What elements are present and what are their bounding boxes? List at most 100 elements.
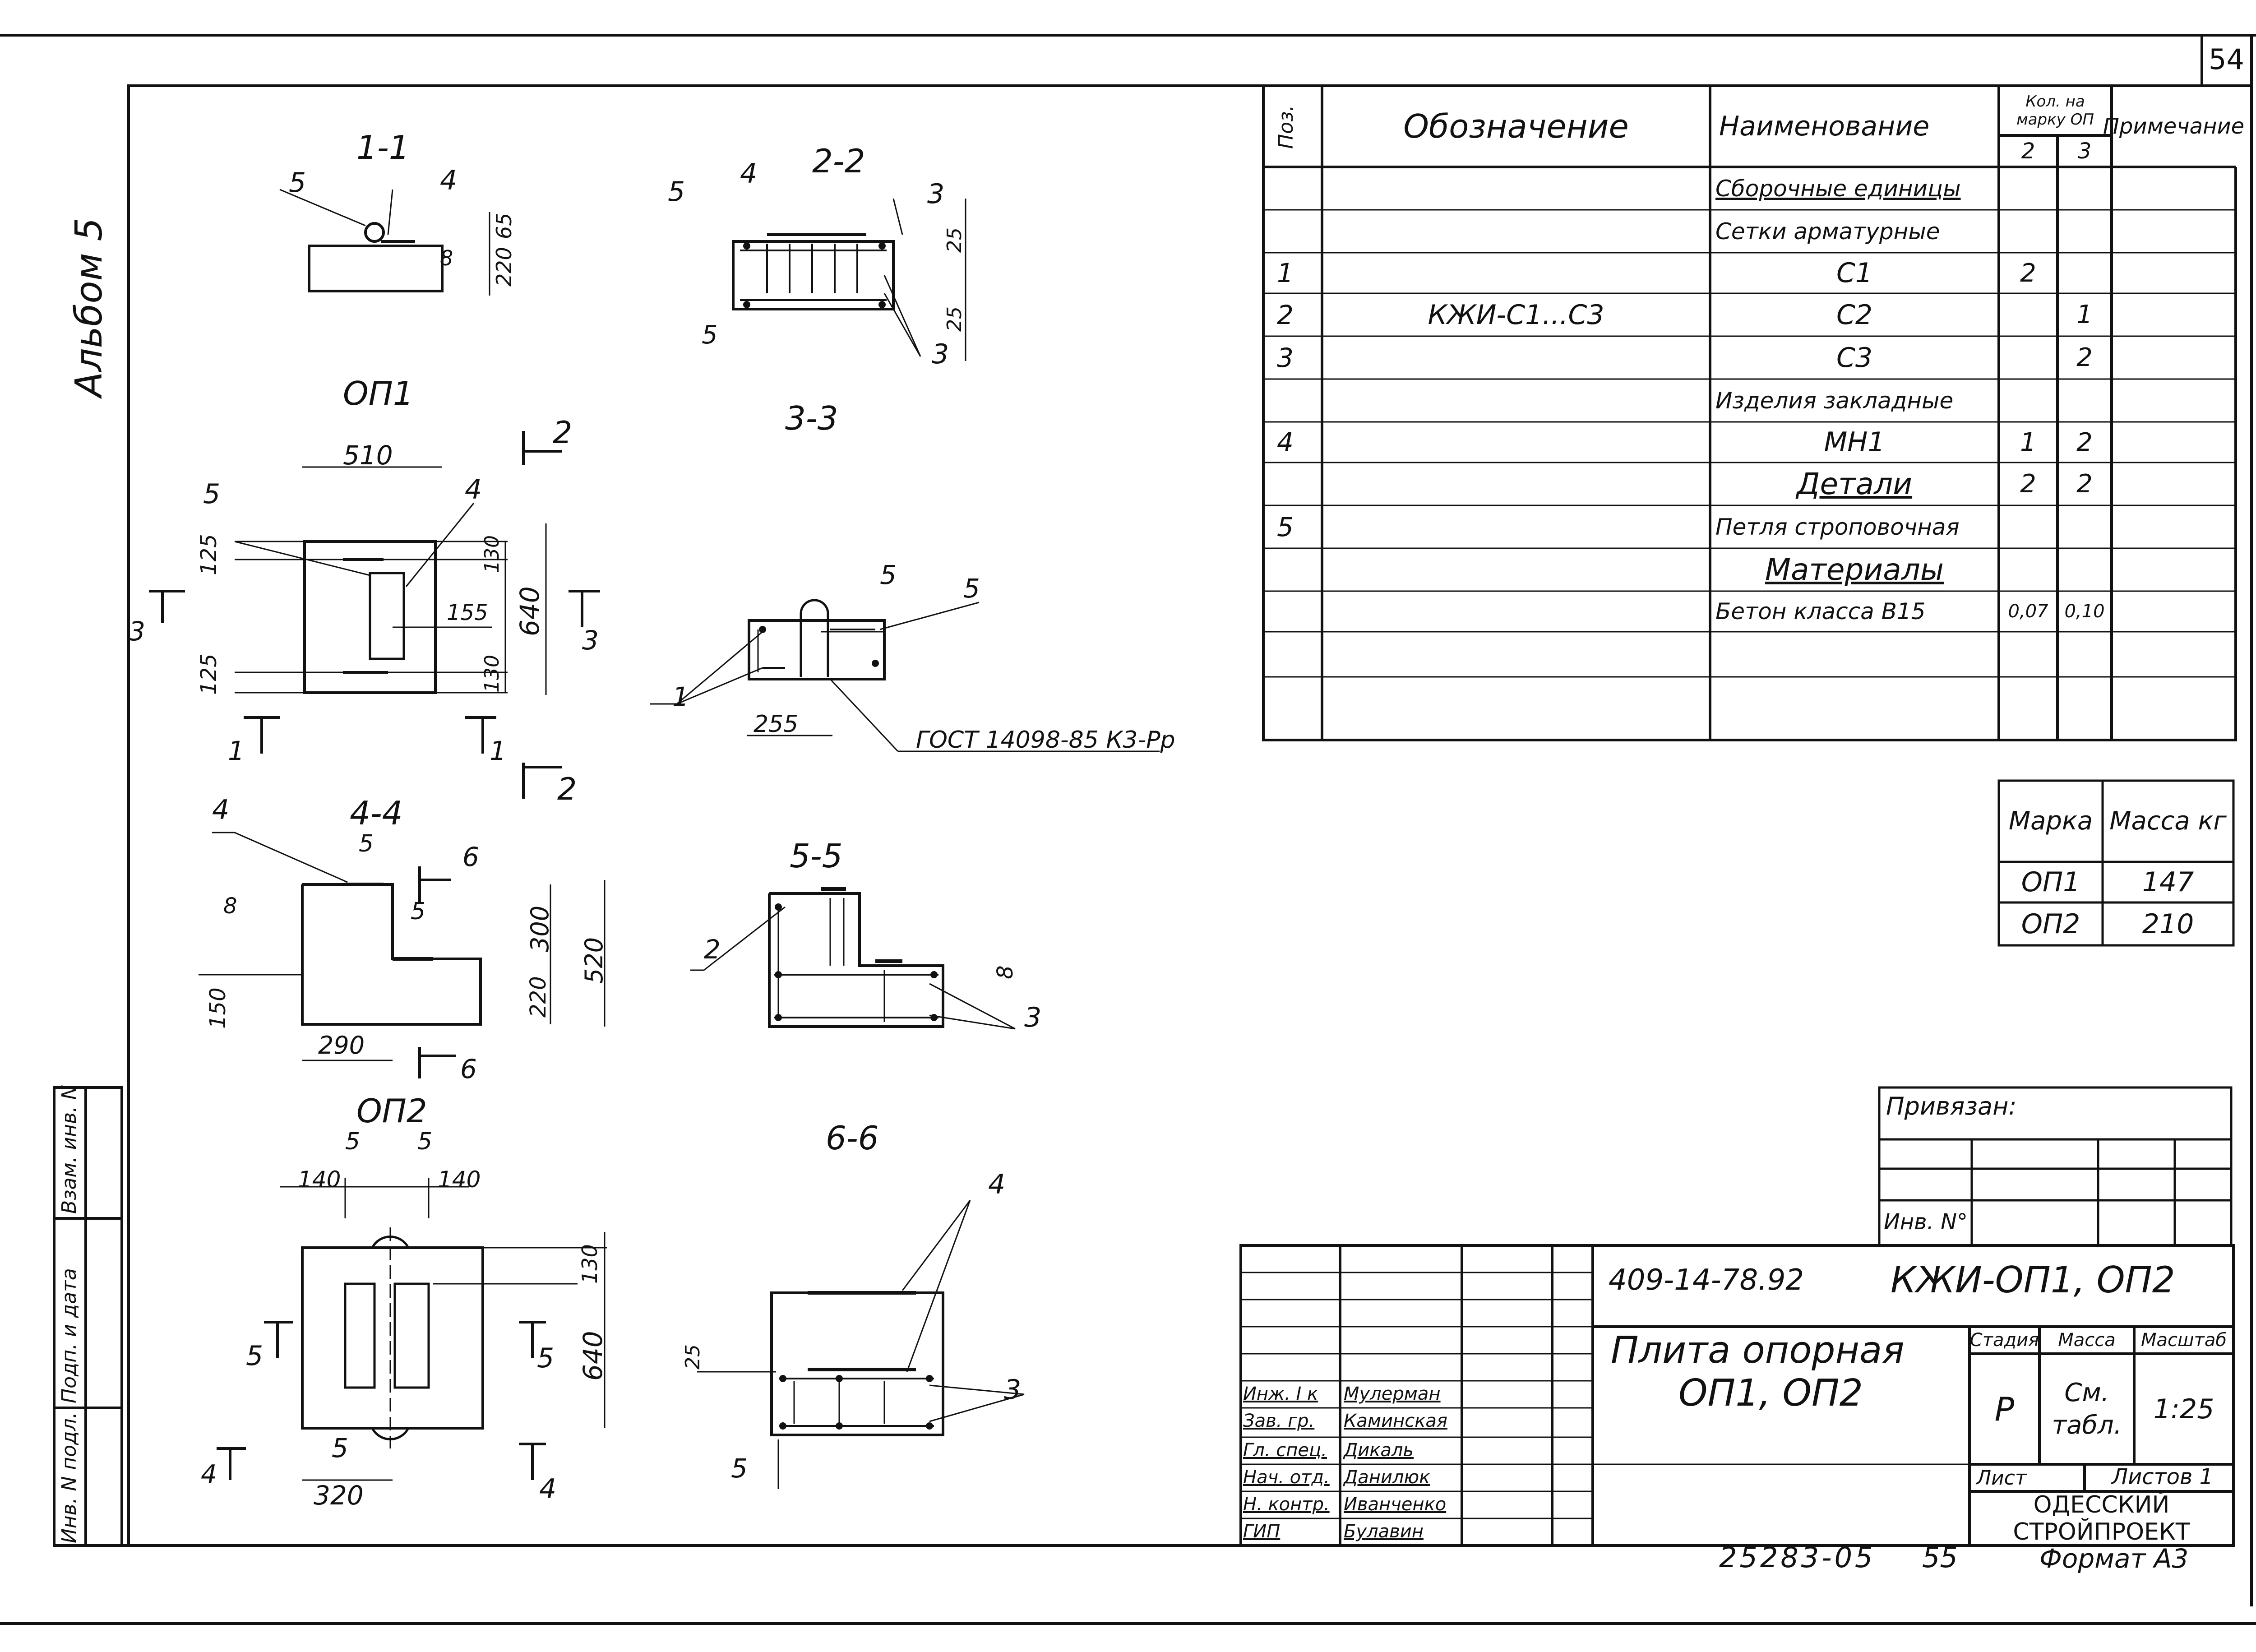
org-name-line1: ОДЕССКИЙ bbox=[2033, 1491, 2170, 1518]
op1-section-mark-2-top: 2 bbox=[553, 415, 573, 451]
section-title-5-5: 5-5 bbox=[790, 837, 843, 875]
spec-cell-designation bbox=[1322, 422, 1710, 463]
s66-label-4: 4 bbox=[988, 1169, 1006, 1200]
spec-cell-pos bbox=[1263, 591, 1322, 632]
s11-label-5: 5 bbox=[289, 167, 306, 199]
op1-label-5: 5 bbox=[203, 478, 221, 510]
bottom-page: 55 bbox=[1922, 1541, 1958, 1574]
s33-dim-5: 5 bbox=[880, 560, 897, 590]
bottom-code: 25283-05 bbox=[1719, 1541, 1876, 1574]
spec-cell-name: С3 bbox=[1836, 342, 1873, 374]
op2-dim-640: 640 bbox=[578, 1331, 608, 1381]
mass-cell-weight-op2: 210 bbox=[2142, 908, 2194, 940]
spec-cell-pos bbox=[1263, 167, 1322, 210]
s66-label-3: 3 bbox=[1004, 1374, 1022, 1406]
staff-name: Мулерман bbox=[1344, 1384, 1441, 1404]
spec-cell-q3: 0,10 bbox=[2064, 601, 2105, 622]
stage-label: Стадия bbox=[1969, 1330, 2039, 1351]
page-number: 54 bbox=[2209, 43, 2244, 76]
s33-gost-note: ГОСТ 14098-85 К3-Рр bbox=[916, 727, 1175, 754]
item-name: Плита опорная bbox=[1611, 1329, 1905, 1372]
spec-cell-q3: 2 bbox=[2076, 343, 2093, 372]
spec-cell-name: Бетон класса В15 bbox=[1715, 598, 1926, 625]
staff-role: Нач. отд. bbox=[1243, 1467, 1330, 1488]
spec-cell-designation bbox=[1322, 336, 1710, 379]
spec-header-name: Наименование bbox=[1719, 111, 1930, 142]
s22-dim-5: 5 bbox=[702, 320, 718, 350]
spec-cell-q3: 1 bbox=[2076, 300, 2093, 329]
op1-section-mark-2-bottom: 2 bbox=[557, 772, 577, 807]
view-title-op1: ОП1 bbox=[343, 375, 414, 412]
mass-label: Масса bbox=[2058, 1330, 2116, 1351]
spec-cell-name: С2 bbox=[1836, 299, 1873, 331]
format-label: Формат А3 bbox=[2039, 1543, 2189, 1574]
s33-label-5: 5 bbox=[963, 573, 980, 604]
spec-cell-q2 bbox=[1999, 505, 2057, 548]
s22-dim-25-bottom: 25 bbox=[943, 306, 966, 332]
spec-cell-designation bbox=[1322, 379, 1710, 422]
binding-title: Привязан: bbox=[1886, 1092, 2017, 1120]
op1-dim-155: 155 bbox=[447, 600, 488, 625]
spec-cell-designation: КЖИ-С1...С3 bbox=[1428, 299, 1604, 331]
spec-cell-name: Петля строповочная bbox=[1715, 514, 1960, 540]
staff-name: Булавин bbox=[1344, 1521, 1424, 1542]
side-stamp-inv-original: Инв. N подл. bbox=[58, 1412, 81, 1543]
section-title-2-2: 2-2 bbox=[812, 142, 865, 180]
item-marks: ОП1, ОП2 bbox=[1678, 1372, 1863, 1415]
side-stamp-signature-date: Подп. и дата bbox=[58, 1268, 81, 1403]
spec-cell-pos: 5 bbox=[1277, 511, 1294, 542]
spec-cell-q3: 2 bbox=[2076, 469, 2093, 499]
s44-dim-520: 520 bbox=[580, 937, 608, 984]
spec-cell-q3 bbox=[2057, 379, 2112, 422]
spec-cell-q2: 2 bbox=[2020, 469, 2036, 499]
s44-dim-220: 220 bbox=[526, 976, 551, 1018]
op2-section-mark-5-left: 5 bbox=[246, 1340, 264, 1372]
s11-dim-220: 220 bbox=[492, 247, 516, 287]
spec-cell-designation bbox=[1322, 548, 1710, 591]
spec-cell-q2 bbox=[1999, 548, 2057, 591]
spec-cell-pos bbox=[1263, 463, 1322, 505]
op2-dim-5-right: 5 bbox=[417, 1128, 433, 1155]
s44-dim-300: 300 bbox=[526, 905, 554, 952]
spec-cell-name: Сборочные единицы bbox=[1715, 175, 1961, 202]
op1-section-mark-1-right: 1 bbox=[490, 736, 506, 766]
op2-section-mark-4-right: 4 bbox=[539, 1473, 557, 1505]
spec-header-qty-2: 2 bbox=[2021, 139, 2035, 164]
op1-dim-510: 510 bbox=[343, 440, 393, 471]
s66-dim-5: 5 bbox=[731, 1453, 748, 1484]
s44-dim-5-top: 5 bbox=[359, 830, 374, 857]
staff-role: Зав. гр. bbox=[1243, 1411, 1315, 1431]
album-label: Альбом 5 bbox=[68, 217, 111, 397]
spec-cell-q3 bbox=[2057, 548, 2112, 591]
spec-cell-q2: 1 bbox=[2020, 427, 2036, 457]
s44-section-mark-6-bottom: 6 bbox=[460, 1054, 477, 1084]
op1-section-mark-3-right: 3 bbox=[582, 625, 599, 656]
spec-cell-q2: 2 bbox=[2020, 258, 2036, 288]
s11-dim-8: 8 bbox=[440, 246, 453, 270]
staff-role: ГИП bbox=[1243, 1521, 1281, 1542]
s44-section-mark-6-top: 6 bbox=[462, 842, 479, 872]
s33-label-1: 1 bbox=[672, 681, 689, 712]
spec-cell-pos bbox=[1263, 548, 1322, 591]
spec-header-note: Примечание bbox=[2103, 114, 2245, 139]
spec-cell-q2 bbox=[1999, 379, 2057, 422]
op2-dim-5-left: 5 bbox=[345, 1128, 361, 1155]
spec-cell-pos bbox=[1263, 210, 1322, 253]
s55-label-3: 3 bbox=[1024, 1002, 1042, 1033]
op2-dim-130: 130 bbox=[578, 1244, 602, 1284]
s44-dim-5-mid: 5 bbox=[411, 898, 426, 925]
spec-cell-q3 bbox=[2057, 505, 2112, 548]
s33-dim-255: 255 bbox=[754, 711, 799, 738]
spec-cell-designation bbox=[1322, 210, 1710, 253]
spec-cell-designation bbox=[1322, 632, 1710, 677]
s22-label-3-bottom: 3 bbox=[932, 338, 949, 370]
s44-dim-290: 290 bbox=[318, 1031, 365, 1060]
sheets-label: Листов 1 bbox=[2112, 1464, 2214, 1490]
staff-role: Н. контр. bbox=[1243, 1494, 1330, 1515]
op1-section-mark-1-left: 1 bbox=[228, 736, 245, 766]
op2-label-5: 5 bbox=[332, 1433, 348, 1463]
scale-label: Масштаб bbox=[2140, 1330, 2227, 1351]
op1-dim-130-bottom: 130 bbox=[481, 655, 504, 693]
view-title-op2: ОП2 bbox=[356, 1092, 427, 1130]
section-title-6-6: 6-6 bbox=[826, 1119, 879, 1157]
